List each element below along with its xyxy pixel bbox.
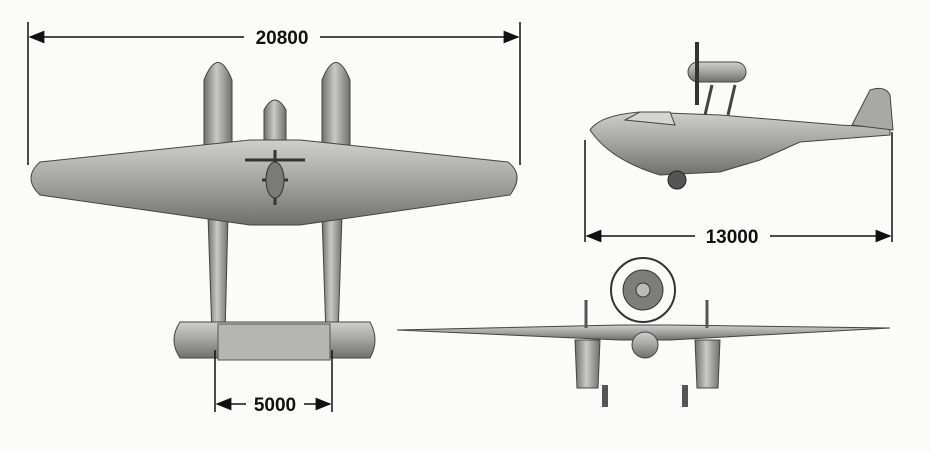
boom-spacing-label: 5000 bbox=[254, 395, 296, 416]
engine-nacelle-side bbox=[687, 61, 747, 83]
left-boom bbox=[207, 214, 229, 336]
propeller-disc bbox=[610, 257, 676, 323]
left-nacelle bbox=[203, 62, 233, 146]
wingspan-label: 20800 bbox=[256, 28, 309, 49]
landing-wheel bbox=[667, 170, 687, 190]
right-nacelle bbox=[321, 62, 351, 146]
boom-spacing-dimension: 5000 bbox=[214, 350, 333, 416]
center-nacelle bbox=[263, 99, 287, 146]
top-view: 20800 5000 bbox=[27, 22, 521, 416]
front-view bbox=[396, 257, 891, 407]
canopy bbox=[623, 111, 676, 126]
tail-fin bbox=[851, 87, 894, 131]
right-float bbox=[694, 339, 721, 389]
fuselage-front bbox=[631, 331, 659, 359]
length-label: 13000 bbox=[706, 227, 759, 248]
right-wheel bbox=[682, 385, 688, 407]
engine-pylon bbox=[703, 84, 737, 116]
hull bbox=[589, 111, 891, 176]
side-view: 13000 bbox=[584, 42, 894, 248]
wingspan-dimension: 20800 bbox=[27, 22, 521, 165]
left-wheel bbox=[602, 385, 608, 407]
right-boom bbox=[321, 214, 343, 336]
length-dimension: 13000 bbox=[584, 132, 893, 248]
left-float bbox=[574, 339, 601, 389]
